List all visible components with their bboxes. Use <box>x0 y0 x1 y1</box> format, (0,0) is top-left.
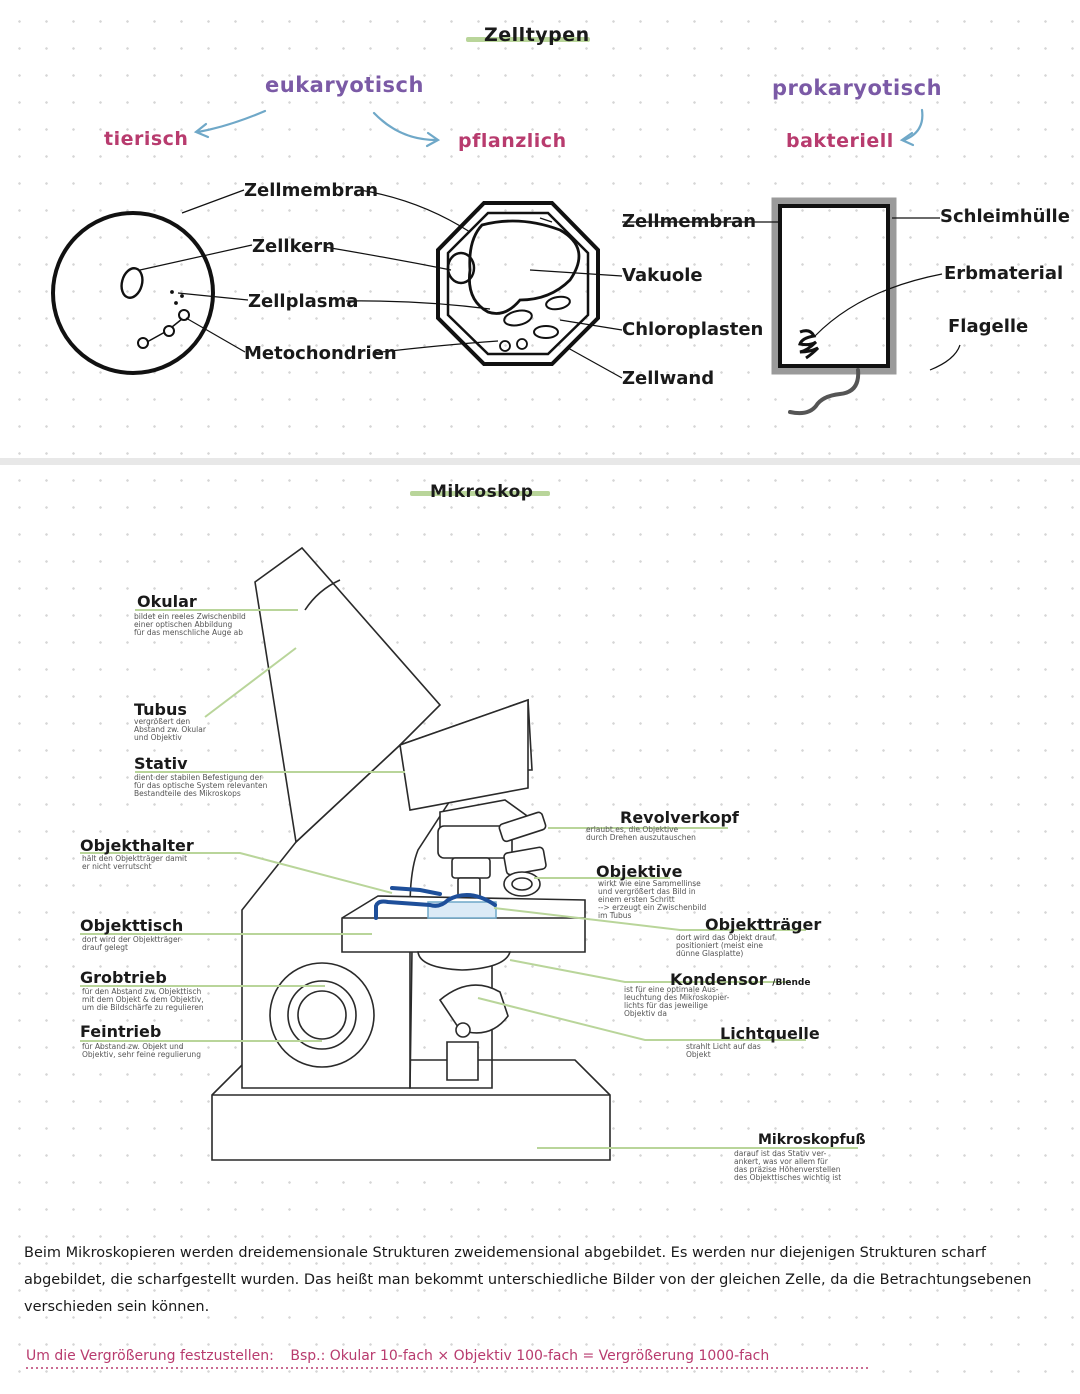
bacteria-genetic-label: Erbmaterial <box>944 263 1064 284</box>
lichtquelle-desc: strahlt Licht auf das Objekt <box>686 1042 761 1059</box>
slide-and-holder <box>374 886 497 920</box>
fuss-desc: darauf ist das Stativ ver- ankert, was v… <box>734 1149 842 1182</box>
plant-label: pflanzlich <box>458 130 567 152</box>
mikroskop-title: Mikroskop <box>430 482 534 502</box>
bacteria-flagella-label: Flagelle <box>948 316 1029 337</box>
arrow-bakteriell <box>902 108 924 142</box>
stativ-label: Stativ <box>134 754 188 773</box>
title-highlight <box>466 37 590 42</box>
objekttisch-label: Objekttisch <box>80 916 184 935</box>
tubus-desc: vergrößert den Abstand zw. Okular und Ob… <box>134 717 206 742</box>
animal-mito-label: Metochondrien <box>244 343 397 364</box>
objekttisch-desc: dort wird der Objektträger drauf gelegt <box>82 935 181 952</box>
objekthalter-label: Objekthalter <box>80 836 194 855</box>
prokaryotic-label: prokaryotisch <box>772 76 943 100</box>
okular-desc: bildet ein reeles Zwischenbild einer opt… <box>134 612 246 637</box>
arrow-tierisch <box>196 109 267 134</box>
bacterial-label: bakteriell <box>786 130 894 152</box>
magnification-intro: Um die Vergrößerung festzustellen: <box>26 1348 274 1364</box>
kondensor-label-text: Kondensor <box>670 970 767 989</box>
plant-membrane-label: Zellmembran <box>622 211 757 232</box>
objekttraeger-desc: dort wird das Objekt drauf positioniert … <box>676 933 775 958</box>
bacteria-cell <box>771 197 897 416</box>
explanation-paragraph: Beim Mikroskopieren werden dreidemension… <box>24 1245 1032 1315</box>
kondensor-suffix: /Blende <box>772 978 811 988</box>
okular-label: Okular <box>137 592 197 611</box>
objekttraeger-label: Objektträger <box>705 915 822 934</box>
animal-cell <box>51 211 215 375</box>
tubus-label: Tubus <box>134 700 187 719</box>
plant-wall-label: Zellwand <box>622 368 715 389</box>
lichtquelle-label: Lichtquelle <box>720 1024 820 1043</box>
zelltypen-title: Zelltypen <box>484 24 590 46</box>
microscope-drawing <box>211 546 611 1161</box>
eukaryotic-label: eukaryotisch <box>265 73 424 97</box>
magnification-line: Um die Vergrößerung festzustellen: Bsp.:… <box>26 1348 769 1364</box>
bacteria-slime-label: Schleimhülle <box>940 206 1070 227</box>
objekthalter-desc: hält den Objektträger damit er nicht ver… <box>82 854 188 871</box>
revolverkopf-desc: erlaubt es, die Objektive durch Drehen a… <box>586 825 696 842</box>
feintrieb-desc: für Abstand zw. Objekt und Objektiv, seh… <box>82 1042 201 1059</box>
mikroskop-title-highlight <box>410 491 550 496</box>
grobtrieb-label: Grobtrieb <box>80 968 167 987</box>
grobtrieb-desc: für den Abstand zw. Objekttisch mit dem … <box>82 987 204 1012</box>
stativ-desc: dient der stabilen Befestigung der für d… <box>134 773 268 798</box>
fuss-label: Mikroskopfuß <box>758 1132 866 1148</box>
feintrieb-label: Feintrieb <box>80 1022 162 1041</box>
plant-chloroplast-label: Chloroplasten <box>622 319 764 340</box>
plant-vacuole-label: Vakuole <box>622 265 703 286</box>
plant-cell <box>436 201 600 366</box>
microscope-pointer-lines <box>80 609 858 1149</box>
cell-pointer-lines <box>139 189 961 379</box>
animal-membrane-label: Zellmembran <box>244 180 379 201</box>
magnification-example: Bsp.: Okular 10-fach × Objektiv 100-fach… <box>290 1348 770 1364</box>
kondensor-label: Kondensor /Blende <box>670 970 810 989</box>
classification-arrows <box>193 108 924 148</box>
revolverkopf-label: Revolverkopf <box>620 808 739 827</box>
animal-label: tierisch <box>104 128 189 150</box>
animal-plasma-label: Zellplasma <box>248 291 359 312</box>
kondensor-desc: ist für eine optimale Aus- leuchtung des… <box>624 985 730 1018</box>
objektive-desc: wirkt wie eine Sammellinse und vergrößer… <box>598 879 707 920</box>
animal-nucleus-label: Zellkern <box>252 236 335 257</box>
arrow-pflanzlich <box>372 111 438 142</box>
objektive-label: Objektive <box>596 862 683 881</box>
section-divider <box>0 458 1080 465</box>
